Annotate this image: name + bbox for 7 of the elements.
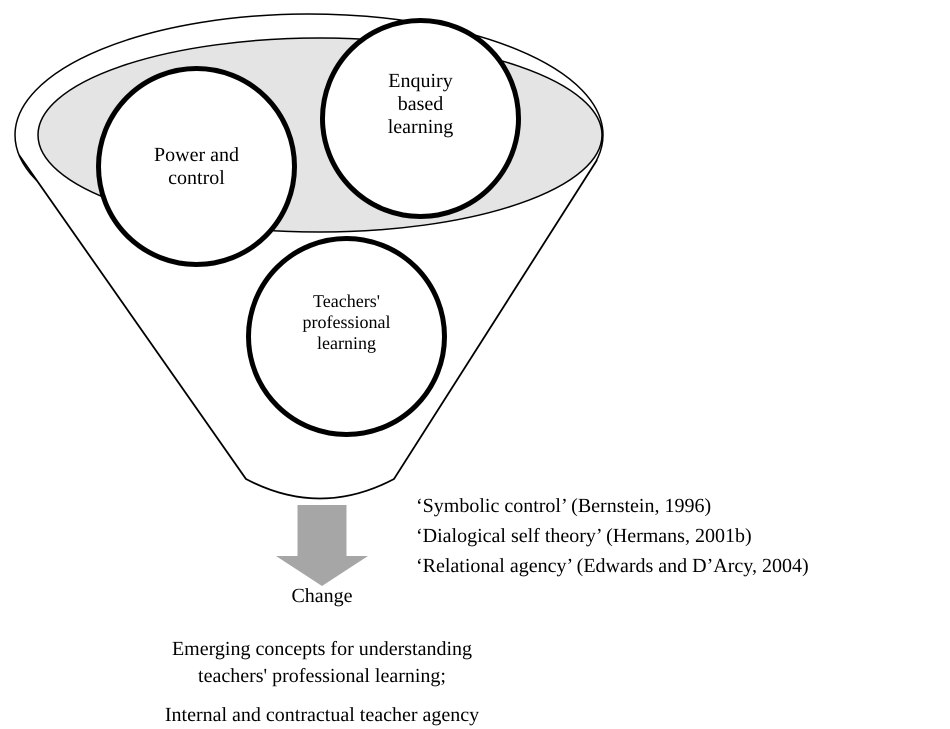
- citation-text: ‘Dialogical self theory’ (Hermans, 2001b): [416, 524, 752, 548]
- outcome-description: Emerging concepts for understanding teachers' professional learning;: [170, 637, 474, 689]
- outcome-description: Internal and contractual teacher agency: [164, 703, 480, 728]
- outcome-text: Change: [252, 586, 392, 607]
- block-arrow: [276, 505, 368, 586]
- citation-text: ‘Symbolic control’ (Bernstein, 1996): [416, 494, 712, 518]
- citation-text: ‘Relational agency’ (Edwards and D’Arcy, 2004): [416, 554, 809, 578]
